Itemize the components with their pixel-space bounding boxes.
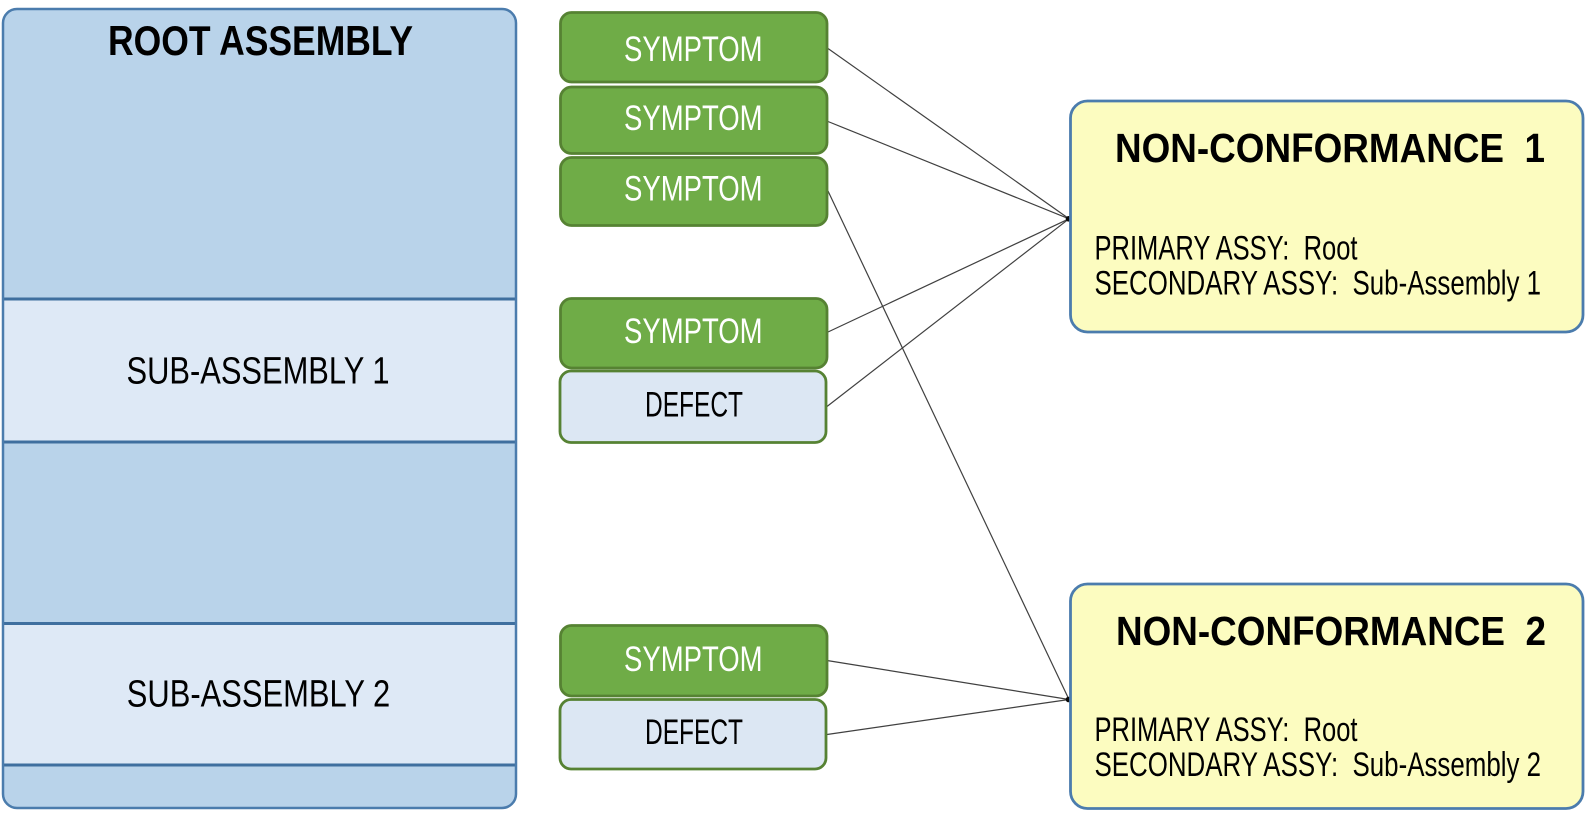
svg-text:SYMPTOM: SYMPTOM <box>624 170 763 209</box>
svg-text:ROOT ASSEMBLY: ROOT ASSEMBLY <box>108 17 413 64</box>
svg-text:SYMPTOM: SYMPTOM <box>624 99 763 138</box>
svg-text:SUB-ASSEMBLY 1: SUB-ASSEMBLY 1 <box>127 351 390 393</box>
svg-text:PRIMARY ASSY: Root: PRIMARY ASSY: Root <box>1095 230 1358 268</box>
svg-text:SECONDARY ASSY: Sub-Assembly: SECONDARY ASSY: Sub-Assembly 1 <box>1095 265 1542 303</box>
svg-text:DEFECT: DEFECT <box>645 713 743 752</box>
svg-text:SYMPTOM: SYMPTOM <box>624 30 763 69</box>
svg-text:SYMPTOM: SYMPTOM <box>624 640 763 679</box>
svg-text:SUB-ASSEMBLY 2: SUB-ASSEMBLY 2 <box>127 674 391 716</box>
svg-text:PRIMARY ASSY: Root: PRIMARY ASSY: Root <box>1095 711 1358 749</box>
svg-text:SYMPTOM: SYMPTOM <box>624 312 763 351</box>
svg-text:DEFECT: DEFECT <box>645 386 743 425</box>
svg-text:SECONDARY ASSY: Sub-Assembly: SECONDARY ASSY: Sub-Assembly 2 <box>1095 746 1542 784</box>
svg-text:NON-CONFORMANCE 2: NON-CONFORMANCE 2 <box>1116 608 1546 654</box>
svg-text:NON-CONFORMANCE 1: NON-CONFORMANCE 1 <box>1115 125 1545 171</box>
